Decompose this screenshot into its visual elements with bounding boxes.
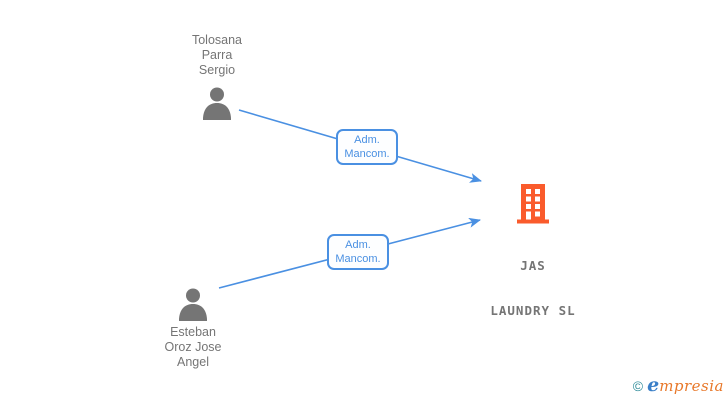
person-icon [179,288,207,321]
node-company-jas-laundry-sl[interactable]: JAS LAUNDRY SL [463,183,603,348]
person-name-line: Parra [201,48,233,62]
person-icon [203,87,231,120]
edge-label-line: Mancom. [344,148,390,160]
empresia-logo[interactable]: © e mpresia [633,374,724,396]
person-name-line: Oroz Jose [164,340,222,354]
company-name: JAS LAUNDRY SL [490,228,575,348]
node-person-esteban-oroz-jose-angel[interactable]: Esteban Oroz Jose Angel [133,288,253,370]
company-name-line: LAUNDRY SL [490,303,576,318]
edge-label-line: Mancom. [335,253,381,265]
copyright-icon: © [632,378,644,394]
person-name-line: Sergio [198,63,236,77]
person-name: Tolosana Parra Sergio [192,33,242,78]
person-name: Esteban Oroz Jose Angel [165,325,222,370]
edge-label-line: Adm. [345,239,371,251]
person-name-line: Angel [177,355,209,369]
node-person-tolosana-parra-sergio[interactable]: Tolosana Parra Sergio [157,33,277,120]
building-icon [517,184,549,224]
edge-label-adm-mancom-1: Adm. Mancom. [336,129,398,165]
brand-letter-e: e [647,374,660,396]
person-name-line: Esteban [170,325,216,339]
company-name-line: JAS [520,258,546,273]
edge-label-adm-mancom-2: Adm. Mancom. [327,234,389,270]
edge-label-line: Adm. [354,134,380,146]
person-name-line: Tolosana [191,33,243,47]
brand-text: mpresia [659,377,724,395]
